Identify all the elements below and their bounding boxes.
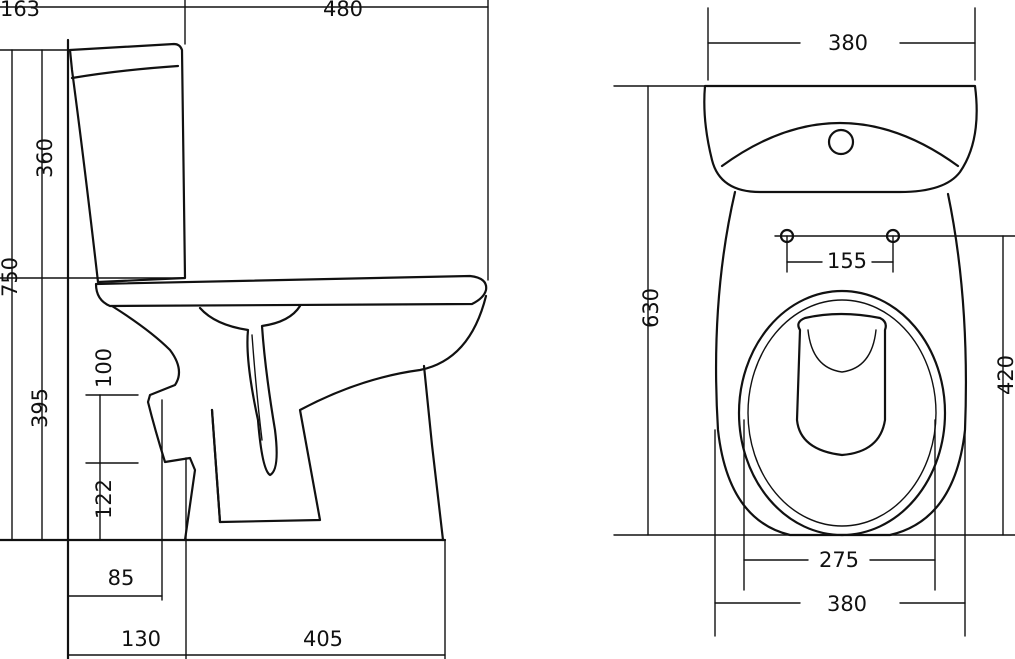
pedestal-front-outline bbox=[110, 304, 197, 542]
dim-bolt-spacing: 155 bbox=[827, 249, 867, 273]
dim-base-offset: 130 bbox=[121, 627, 161, 651]
side-view: 163 480 360 750 395 100 122 85 130 405 bbox=[0, 0, 489, 659]
trap-outline bbox=[198, 304, 302, 477]
dim-depth: 480 bbox=[323, 0, 363, 21]
dim-bowl-length: 420 bbox=[994, 355, 1015, 395]
flush-button-icon bbox=[827, 128, 855, 156]
tank-lid-line bbox=[70, 64, 180, 80]
bowl-top-outline bbox=[94, 274, 488, 308]
tank-top-outline bbox=[703, 84, 978, 194]
dim-bowl-width: 275 bbox=[819, 548, 859, 572]
dim-tank-height: 360 bbox=[33, 138, 57, 178]
top-view: 380 630 155 420 275 380 bbox=[613, 7, 1015, 637]
outlet-spigot bbox=[210, 408, 222, 524]
dim-seat-height: 395 bbox=[28, 388, 52, 428]
top-view-dimension-lines bbox=[613, 7, 1015, 637]
bowl-opening-inner bbox=[807, 329, 877, 373]
side-view-dimension-lines bbox=[0, 0, 489, 659]
dim-base-width: 380 bbox=[827, 592, 867, 616]
bowl-body-outline bbox=[210, 294, 488, 524]
bowl-top-view-outline bbox=[714, 190, 968, 537]
top-view-outline bbox=[703, 84, 978, 537]
trap-inner bbox=[251, 334, 263, 441]
bowl-opening bbox=[795, 312, 887, 457]
dim-inlet-height: 100 bbox=[92, 348, 116, 388]
side-view-outline bbox=[0, 38, 488, 659]
seat-inner-ring bbox=[747, 299, 937, 527]
dim-outlet-offset: 85 bbox=[108, 566, 135, 590]
dim-total-height: 750 bbox=[0, 257, 22, 297]
pedestal-outline bbox=[422, 364, 445, 542]
tank-outline bbox=[68, 42, 187, 284]
dim-outlet-height: 122 bbox=[92, 479, 116, 519]
seat-ring bbox=[737, 289, 947, 537]
dim-base-length: 405 bbox=[303, 627, 343, 651]
dim-tank-setback: 163 bbox=[0, 0, 40, 21]
dim-tank-width: 380 bbox=[828, 31, 868, 55]
tank-top-curve bbox=[720, 122, 960, 168]
dim-length: 630 bbox=[639, 288, 663, 328]
